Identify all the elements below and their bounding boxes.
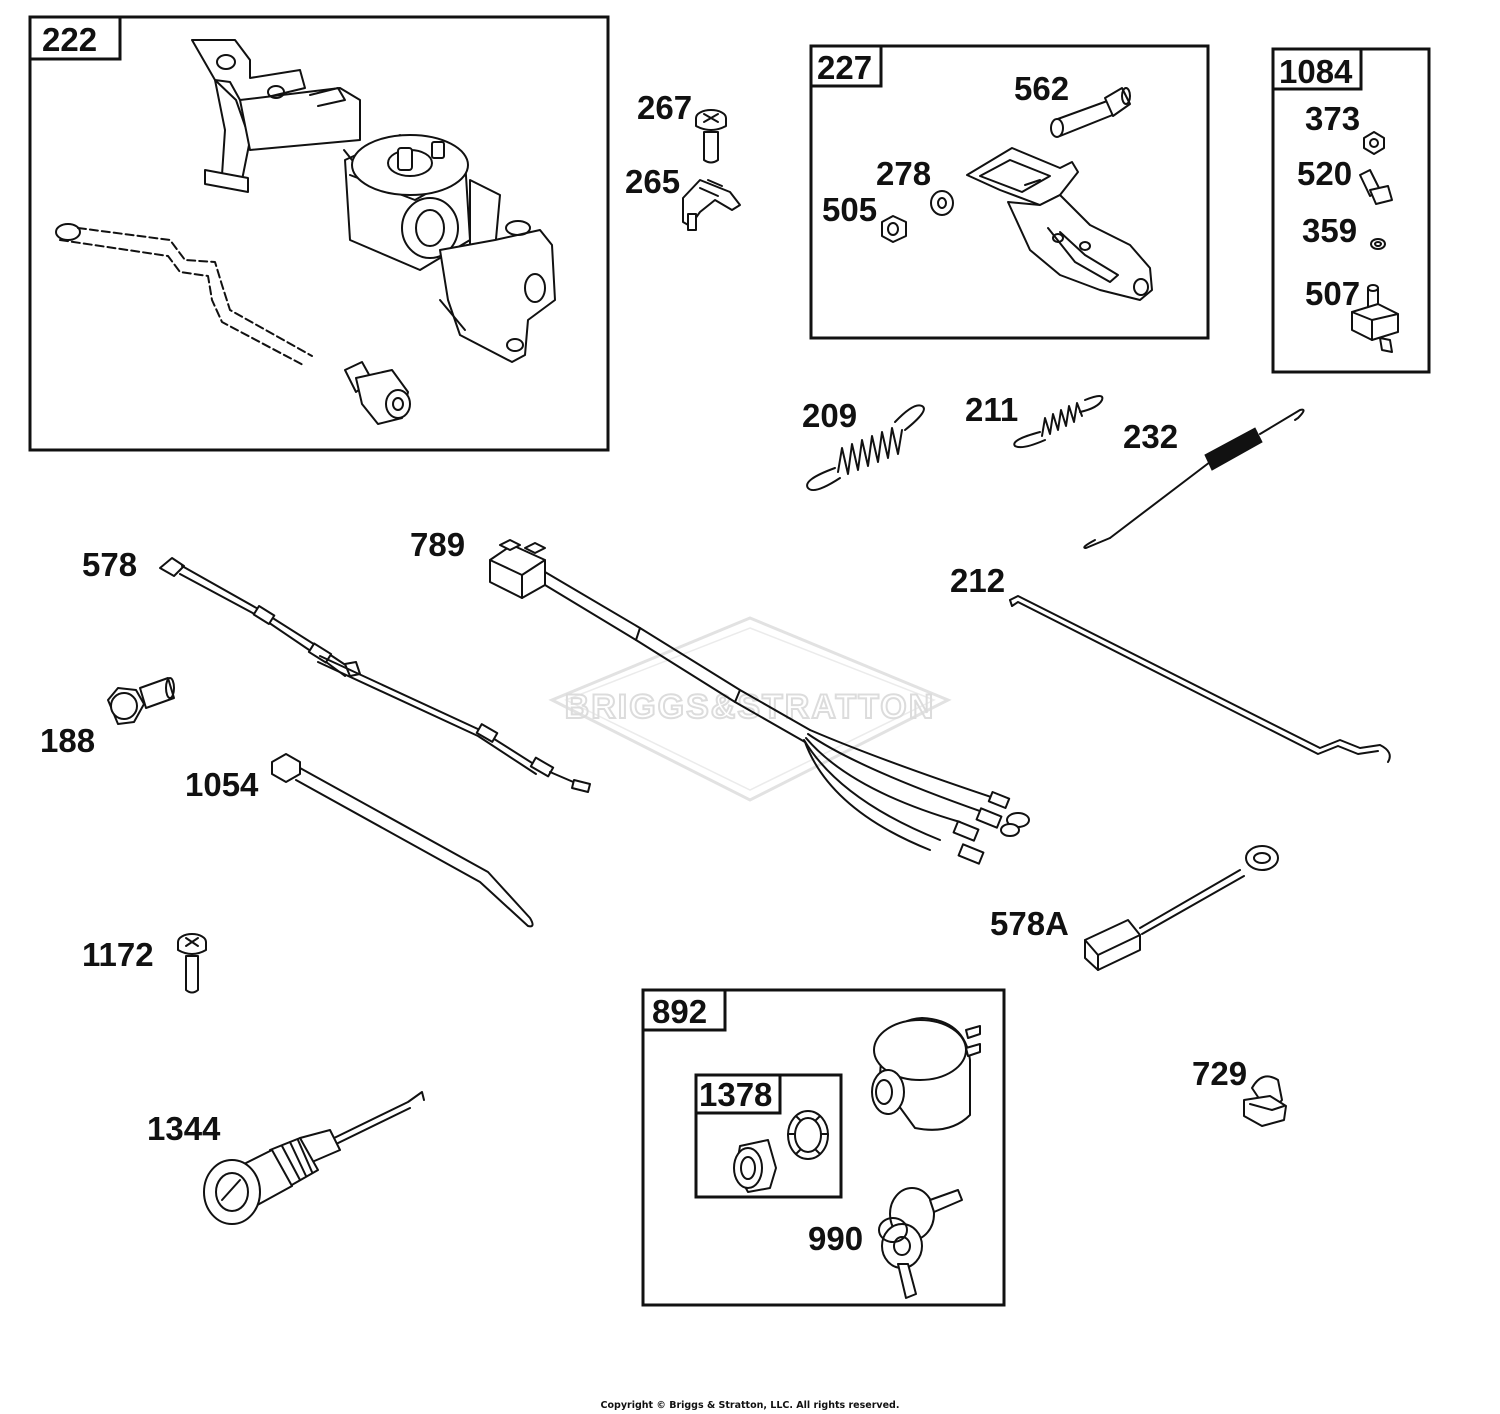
box-892-tab	[641, 988, 727, 1032]
box-227-frame	[809, 44, 1210, 340]
spring-232-illustration	[1083, 408, 1305, 549]
group-227: 227 562 278 505	[809, 44, 1210, 340]
box-222-frame	[28, 15, 610, 452]
washer-359-illustration	[1370, 238, 1386, 250]
watermark-logo: BRIGGS&STRATTON	[548, 616, 952, 802]
pin-562-illustration	[1050, 87, 1131, 138]
label-578: 578	[82, 546, 137, 583]
label-1054: 1054	[185, 766, 259, 803]
box-227-label: 227	[817, 49, 872, 86]
nut-505-illustration	[881, 215, 907, 243]
nut-1378-illustration	[733, 1139, 777, 1193]
terminal-520-illustration	[1359, 169, 1393, 205]
lead-578a-illustration	[1084, 845, 1279, 971]
keys-990-illustration	[878, 1187, 963, 1299]
box-222-label: 222	[42, 21, 97, 58]
box-227-tab	[809, 44, 883, 88]
label-507: 507	[1305, 275, 1360, 312]
group-222: 222	[28, 15, 610, 452]
spring-209-illustration	[806, 404, 925, 491]
group-892: 892 1378 990	[641, 988, 1006, 1307]
label-520: 520	[1297, 155, 1352, 192]
washer-278-illustration	[930, 190, 954, 216]
link-rod-illustration	[55, 223, 313, 367]
bolt-188-illustration	[107, 677, 175, 725]
label-562: 562	[1014, 70, 1069, 107]
label-789: 789	[410, 526, 465, 563]
label-1344: 1344	[147, 1110, 221, 1147]
spring-211-illustration	[1013, 395, 1104, 449]
bolt-267-illustration	[695, 109, 727, 164]
box-1378-tab	[694, 1073, 782, 1115]
box-892-label: 892	[652, 993, 707, 1030]
switch-507-illustration	[1351, 284, 1399, 353]
label-211: 211	[965, 391, 1018, 428]
bushing-illustration	[344, 361, 411, 425]
bracket-227-illustration	[966, 147, 1153, 301]
bolt-1172-illustration	[177, 933, 207, 994]
solenoid-assembly-illustration	[191, 39, 556, 363]
harness-578-illustration	[159, 557, 591, 793]
label-232: 232	[1123, 418, 1178, 455]
box-1084-label: 1084	[1279, 53, 1353, 90]
box-1084-tab	[1271, 47, 1363, 91]
label-265: 265	[625, 163, 680, 200]
watermark-text: BRIGGS&STRATTON	[565, 688, 936, 726]
label-278: 278	[876, 155, 931, 192]
choke-1344-illustration	[203, 1091, 425, 1225]
label-578a: 578A	[990, 905, 1069, 942]
label-188: 188	[40, 722, 95, 759]
box-892-frame	[641, 988, 1006, 1307]
label-990: 990	[808, 1220, 863, 1257]
lock-washer-1378-illustration	[787, 1110, 829, 1160]
label-212: 212	[950, 562, 1005, 599]
label-209: 209	[802, 397, 857, 434]
label-1172: 1172	[82, 936, 154, 973]
box-1378-label: 1378	[699, 1076, 772, 1113]
box-222-tab	[28, 15, 122, 61]
group-1084: 1084 373 520 359 507	[1271, 47, 1431, 374]
label-373: 373	[1305, 100, 1360, 137]
harness-789-illustration	[489, 539, 1030, 865]
label-505: 505	[822, 191, 877, 228]
clip-265-illustration	[682, 179, 741, 231]
clip-729-illustration	[1243, 1075, 1287, 1127]
label-729: 729	[1192, 1055, 1247, 1092]
rod-212-illustration	[1009, 595, 1391, 763]
cable-tie-1054-illustration	[271, 753, 534, 928]
label-359: 359	[1302, 212, 1357, 249]
ignition-switch-illustration	[871, 1017, 981, 1131]
label-267: 267	[637, 89, 692, 126]
copyright-notice: Copyright © Briggs & Stratton, LLC. All …	[601, 1400, 900, 1411]
nut-373-illustration	[1363, 131, 1385, 155]
